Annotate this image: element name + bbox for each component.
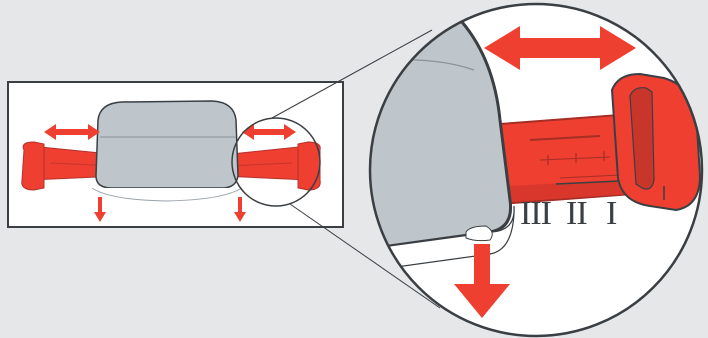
zoom-detail-frame	[368, 2, 704, 338]
zoom-detail: III II I	[368, 2, 704, 338]
zoom-down-arrow-icon	[454, 244, 510, 318]
device-body	[91, 100, 243, 202]
overview-zoom-circle-icon	[231, 117, 321, 207]
size-mark-medium: II	[566, 195, 587, 232]
right-holder-arm	[221, 141, 321, 191]
overview-panel	[7, 81, 344, 228]
overview-left-double-arrow-icon	[44, 124, 100, 140]
size-mark-small: I	[606, 195, 617, 232]
overview-right-down-arrow-icon	[234, 197, 246, 222]
overview-right-double-arrow-icon	[242, 124, 296, 140]
size-mark-large: III	[520, 195, 552, 232]
overview-left-down-arrow-icon	[94, 197, 106, 222]
zoom-double-arrow-icon	[484, 26, 636, 70]
zoom-connector-lines	[271, 29, 441, 309]
zoom-holder-arm	[499, 72, 702, 212]
